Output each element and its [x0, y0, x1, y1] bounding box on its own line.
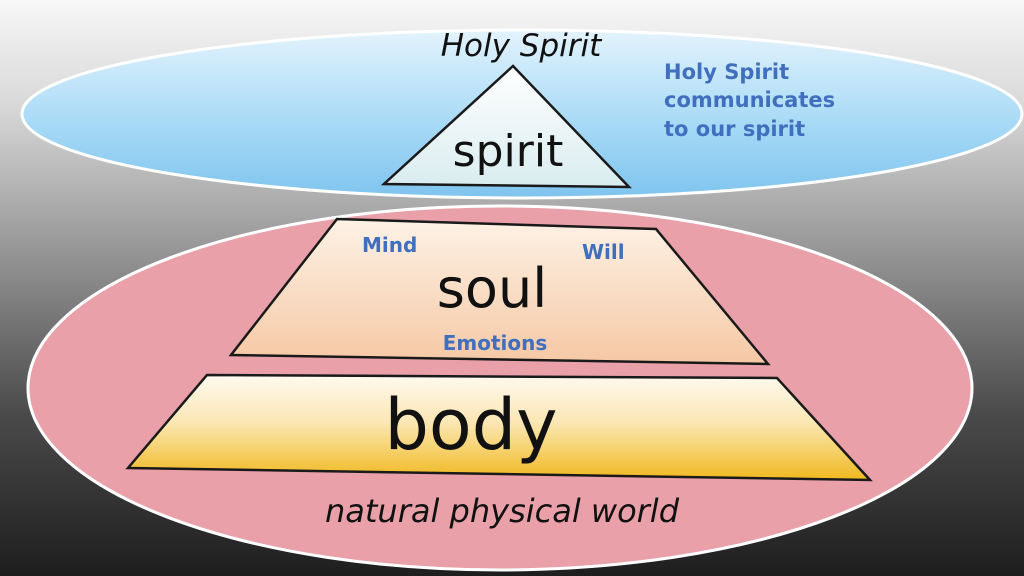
- spirit-label: spirit: [453, 126, 564, 177]
- soul-label: soul: [437, 257, 547, 320]
- will-label: Will: [582, 240, 625, 264]
- soul-trapezoid: [228, 217, 771, 366]
- body-trapezoid: [125, 373, 873, 482]
- body-label: body: [384, 384, 557, 466]
- holy-spirit-title: Holy Spirit: [441, 28, 603, 64]
- spirit-note-line-3: to our spirit: [664, 117, 805, 141]
- spirit-note-line-1: Holy Spirit: [664, 60, 789, 84]
- natural-world-label: natural physical world: [325, 492, 680, 530]
- spirit-note-line-2: communicates: [664, 88, 835, 112]
- mind-label: Mind: [362, 233, 417, 257]
- spirit-triangle: [380, 64, 632, 189]
- emotions-label: Emotions: [443, 331, 548, 355]
